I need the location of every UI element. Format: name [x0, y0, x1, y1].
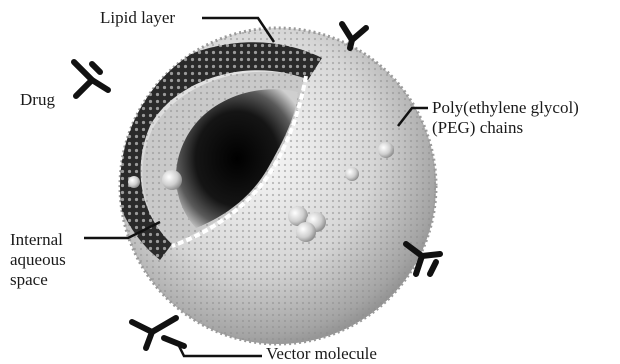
drug-bead	[296, 222, 316, 242]
label-peg-chains: Poly(ethylene glycol) (PEG) chains	[432, 98, 579, 138]
label-lipid-layer: Lipid layer	[100, 8, 175, 28]
drug-bead	[162, 170, 182, 190]
label-aqueous-line-3: space	[10, 270, 66, 290]
label-aqueous-line-1: Internal	[10, 230, 66, 250]
label-aqueous-line-2: aqueous	[10, 250, 66, 270]
leader-line-vector	[178, 344, 262, 356]
label-vector-molecule: Vector molecule	[266, 344, 377, 364]
label-peg-line-1: Poly(ethylene glycol)	[432, 98, 579, 118]
drug-bead	[378, 142, 394, 158]
drug-bead	[345, 167, 359, 181]
label-drug: Drug	[20, 90, 55, 110]
label-internal-aqueous-space: Internal aqueous space	[10, 230, 66, 290]
label-peg-line-2: (PEG) chains	[432, 118, 579, 138]
antibody-left-icon	[74, 62, 108, 96]
antibody-bottom-icon	[132, 318, 184, 348]
drug-bead	[128, 176, 140, 188]
